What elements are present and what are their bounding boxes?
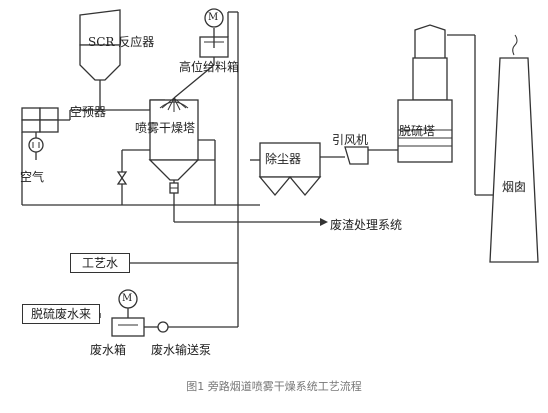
figure-caption: 图1 旁路烟道喷雾干燥系统工艺流程 <box>186 380 362 393</box>
spray-dryer-shape <box>148 97 200 190</box>
valve-shape <box>116 171 128 185</box>
motor-symbol-top: M <box>208 12 219 23</box>
chimney-shape <box>489 34 539 263</box>
rotary-valve-shape <box>169 182 179 194</box>
waste-residue-system-label: 废渣处理系统 <box>330 218 403 232</box>
wastewater-pump-label: 废水输送泵 <box>151 343 212 357</box>
induced-fan-shape <box>344 146 395 165</box>
dust-collector-shape <box>258 142 322 197</box>
wastewater-pump-shape <box>157 321 169 333</box>
motor-symbol-bottom: M <box>122 293 133 304</box>
scr-reactor-label: SCR 反应器 <box>88 35 155 49</box>
desulfurization-tower-label: 脱硫塔 <box>399 124 436 138</box>
air-label: 空气 <box>20 170 45 184</box>
wastewater-tank-label: 废水箱 <box>90 343 127 357</box>
desulfurization-tower-shape <box>397 24 453 163</box>
induced-fan-label: 引风机 <box>332 133 369 147</box>
scr-reactor-shape <box>79 9 121 110</box>
air-fan-shape <box>28 132 44 160</box>
desulfurization-wastewater-box: 脱硫废水来 <box>22 304 100 324</box>
dust-collector-label: 除尘器 <box>265 152 302 166</box>
wastewater-tank-shape <box>111 289 145 337</box>
chimney-label: 烟囱 <box>502 180 527 194</box>
high-feed-tank-label: 高位给料箱 <box>179 60 240 74</box>
air-preheater-shape <box>21 107 100 133</box>
air-preheater-label: 空预器 <box>70 105 107 119</box>
spray-dryer-label: 喷雾干燥塔 <box>135 121 196 135</box>
process-water-box: 工艺水 <box>70 253 130 273</box>
